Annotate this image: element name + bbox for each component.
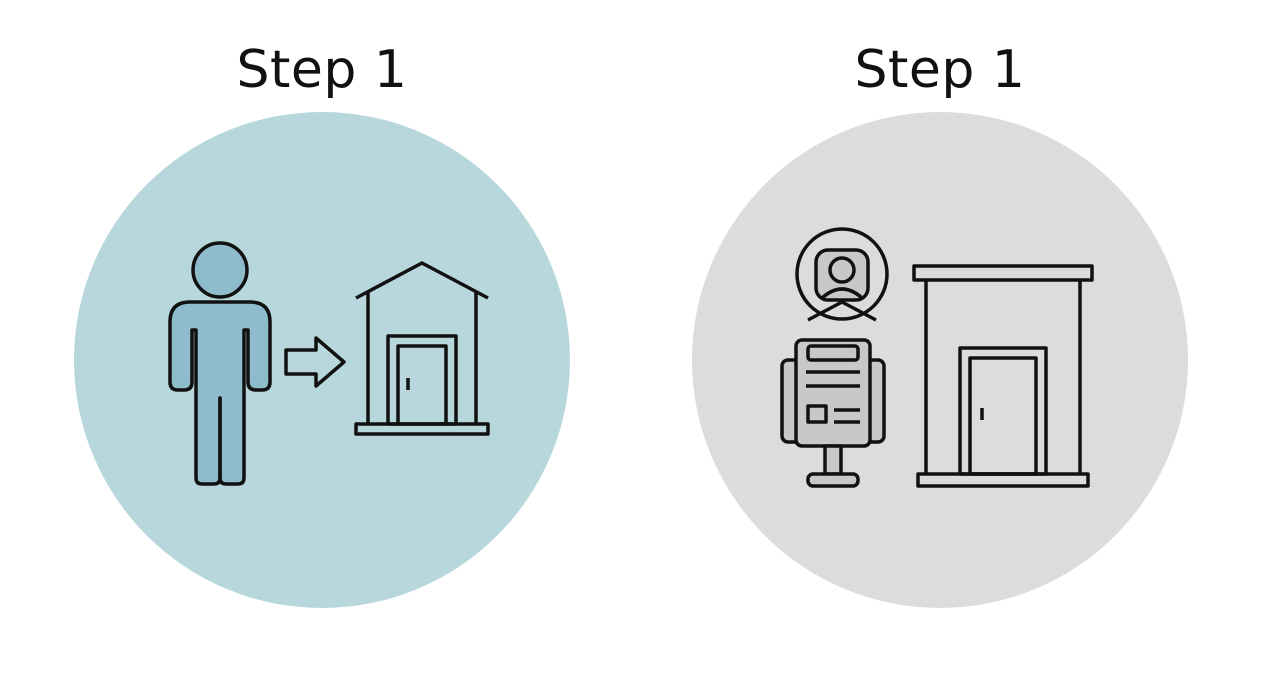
- step-title-left: Step 1: [236, 40, 408, 100]
- kiosk-icon: [780, 338, 886, 488]
- person-icon: [168, 241, 272, 486]
- step-panel-left: Step 1: [62, 0, 582, 698]
- step-illustration-right: [692, 112, 1188, 608]
- face-scan-icon: [795, 227, 889, 322]
- step-panel-right: Step 1: [680, 0, 1200, 698]
- step-circle-right: [692, 112, 1188, 608]
- step-circle-left: [74, 112, 570, 608]
- house-icon: [354, 261, 490, 436]
- doorway-icon: [912, 264, 1094, 488]
- arrow-right-icon: [284, 336, 346, 388]
- step-title-right: Step 1: [854, 40, 1026, 100]
- step-illustration-left: [74, 112, 570, 608]
